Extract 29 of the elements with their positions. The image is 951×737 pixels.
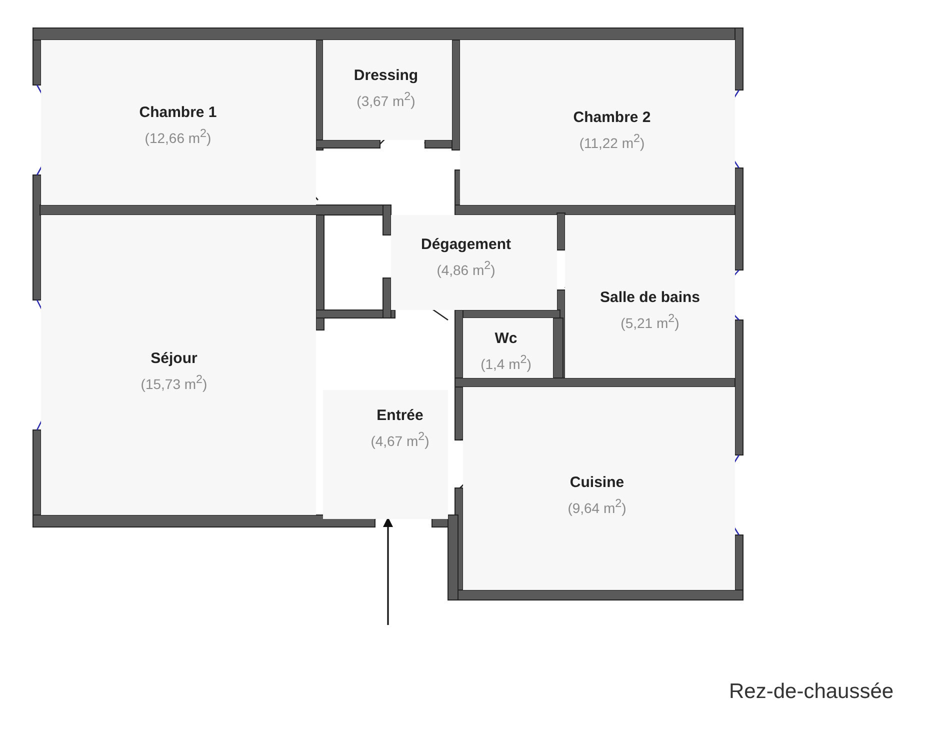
room-area [323, 40, 452, 140]
room-name: Séjour [150, 350, 198, 368]
room-area [323, 390, 448, 519]
floor-caption: Rez-de-chaussée [729, 680, 894, 704]
room-size: (4,67 m$^{2}$) [370, 430, 430, 449]
room-size: (3,67 m$^{2}$) [356, 90, 416, 109]
room-size: (15,73 m$^{2}$) [140, 373, 208, 392]
room-name: Dégagement [420, 236, 512, 254]
room-name: Wc [494, 330, 518, 348]
room-area [41, 215, 316, 515]
room-size: (4,86 m$^{2}$) [436, 259, 496, 278]
room-area [460, 40, 735, 205]
room-size: (9,64 m$^{2}$) [568, 497, 626, 516]
room-name: Chambre 1 [139, 104, 217, 122]
room-area [41, 40, 316, 205]
room-size: (12,66 m$^{2}$) [144, 127, 212, 146]
room-name: Entrée [376, 407, 424, 424]
room-name: Salle de bains [600, 289, 700, 306]
room-area [391, 215, 557, 310]
room-size: (1,4 m$^{2}$) [480, 353, 532, 372]
room-name: Cuisine [568, 474, 626, 492]
entrance-arrow [383, 517, 393, 625]
room-size: (5,21 m$^{2}$) [620, 312, 680, 331]
room-area [463, 387, 735, 590]
room-name: Dressing [354, 67, 418, 84]
room-area [565, 215, 735, 378]
room-area [463, 318, 553, 378]
room-size: (11,22 m$^{2}$) [578, 132, 646, 151]
room-name: Chambre 2 [573, 109, 651, 126]
